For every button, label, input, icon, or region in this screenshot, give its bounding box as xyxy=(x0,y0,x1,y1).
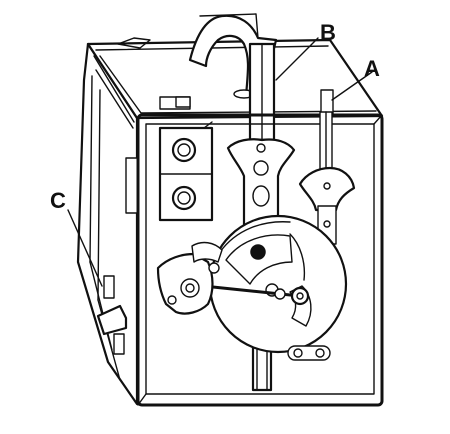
side-catch xyxy=(96,275,128,355)
leader-line-a xyxy=(331,71,373,101)
leader-line-c xyxy=(67,209,103,287)
box-top xyxy=(86,37,384,120)
label-a: A xyxy=(364,56,380,81)
shutter-aperture xyxy=(250,244,266,260)
label-b: B xyxy=(320,20,336,45)
label-c: C xyxy=(50,188,66,213)
rod-a-top xyxy=(320,89,334,115)
side-viewfinder-window xyxy=(125,157,139,214)
viewfinder-block xyxy=(158,121,214,222)
bottom-slot xyxy=(287,345,331,361)
shutter-disc xyxy=(208,214,348,354)
leader-line-b xyxy=(275,37,319,81)
release-mechanism xyxy=(156,241,223,315)
front-frame xyxy=(136,113,384,407)
plunger-bracket xyxy=(226,138,296,238)
top-corner-latch xyxy=(117,37,151,49)
